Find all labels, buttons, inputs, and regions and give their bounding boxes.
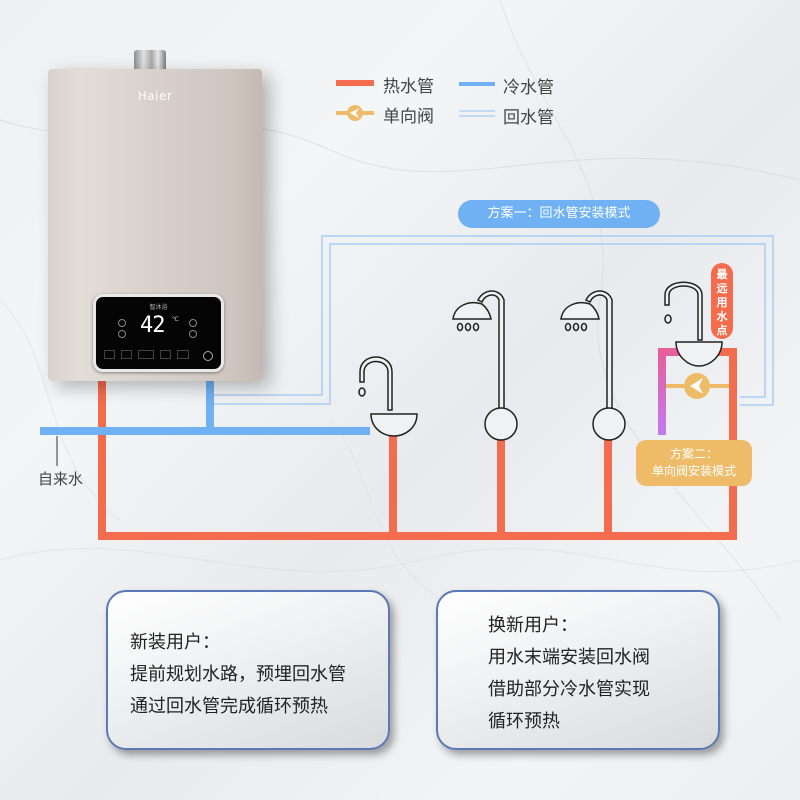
power-icon[interactable] bbox=[203, 351, 213, 361]
farthest-point-text: 最远用水点 bbox=[716, 268, 728, 337]
legend-swatches bbox=[336, 80, 495, 121]
card-title: 新装用户： bbox=[130, 632, 220, 653]
return-water-pipe bbox=[214, 235, 774, 406]
card-line: 提前规划水路，预埋回水管 bbox=[130, 664, 346, 685]
check-valve bbox=[666, 373, 729, 399]
status-icon bbox=[189, 319, 197, 327]
panel-logo: 智沐浴 bbox=[149, 304, 168, 311]
shower-icon bbox=[560, 290, 626, 441]
control-panel: 智沐浴 42 ℃ bbox=[93, 294, 224, 372]
check-valve-icon bbox=[336, 105, 374, 121]
scheme-two-subtitle: 单向阀安装模式 bbox=[651, 464, 736, 478]
brand-logo: Haier bbox=[137, 89, 173, 103]
panel-slider[interactable] bbox=[138, 350, 155, 359]
card-title: 换新用户： bbox=[488, 615, 578, 636]
water-heater: Haier 智沐浴 42 ℃ bbox=[48, 69, 262, 381]
card-line: 用水末端安装回水阀 bbox=[488, 647, 650, 668]
temperature-display: 42 bbox=[140, 313, 165, 338]
new-install-card: 新装用户： 提前规划水路，预埋回水管 通过回水管完成循环预热 bbox=[106, 590, 390, 750]
faucet-icon bbox=[358, 356, 418, 437]
card-line: 借助部分冷水管实现 bbox=[488, 679, 650, 700]
scheme-two-title: 方案二： bbox=[669, 447, 718, 461]
legend-check-valve: 单向阀 bbox=[383, 107, 434, 127]
replacement-card: 换新用户： 用水末端安装回水阀 借助部分冷水管实现 循环预热 bbox=[436, 590, 720, 750]
hot-water-pipe bbox=[98, 348, 737, 540]
mode-icon bbox=[118, 319, 126, 327]
card-line: 通过回水管完成循环预热 bbox=[130, 696, 328, 717]
legend-return-water: 回水管 bbox=[503, 108, 554, 128]
legend-cold-water: 冷水管 bbox=[503, 78, 554, 98]
panel-button[interactable] bbox=[160, 350, 172, 359]
panel-button[interactable] bbox=[177, 350, 189, 359]
flue-pipe bbox=[134, 50, 166, 72]
farthest-point-tag: 最远用水点 bbox=[711, 263, 733, 339]
tap-water-label: 自来水 bbox=[38, 470, 84, 488]
temperature-unit: ℃ bbox=[172, 316, 179, 323]
scheme-one-tag: 方案一：回水管安装模式 bbox=[458, 200, 660, 228]
status-icon bbox=[189, 330, 197, 338]
card-line: 循环预热 bbox=[488, 711, 560, 732]
faucet-icon bbox=[664, 281, 723, 367]
return-water-pipe-line bbox=[459, 110, 495, 117]
panel-button[interactable] bbox=[121, 350, 133, 359]
scheme-two-tag: 方案二： 单向阀安装模式 bbox=[636, 440, 752, 486]
legend-hot-water: 热水管 bbox=[383, 77, 434, 97]
panel-buttons bbox=[104, 350, 213, 359]
panel-button[interactable] bbox=[104, 350, 116, 359]
shower-icon bbox=[452, 290, 518, 441]
mode-icon bbox=[118, 330, 126, 338]
